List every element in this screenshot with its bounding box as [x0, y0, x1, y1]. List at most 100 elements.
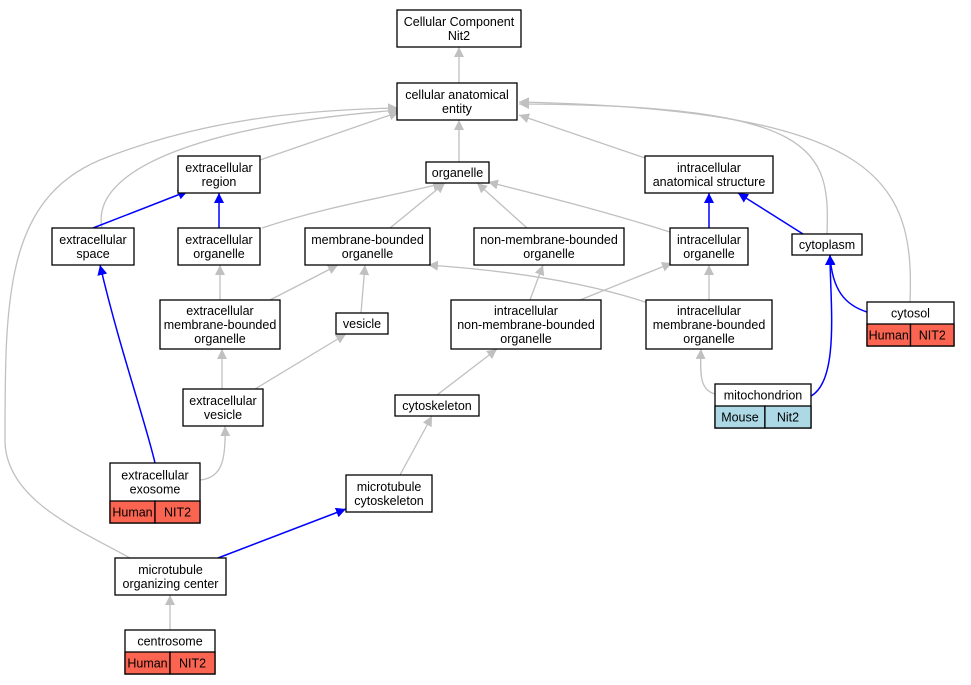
term-label-line: extracellular: [189, 394, 256, 408]
edge-exo-ecs: [97, 264, 156, 464]
term-box: [182, 388, 264, 427]
term-label-line: extracellular: [186, 304, 253, 318]
species-label: Human: [112, 506, 152, 520]
term-label-line: Nit2: [448, 29, 470, 43]
edge-imbo-mbo: [427, 260, 649, 304]
term-box: [159, 299, 281, 350]
term-label-line: cellular anatomical: [405, 88, 509, 102]
term-label-line: vesicle: [343, 317, 381, 331]
term-label-line: non-membrane-bounded: [480, 233, 618, 247]
term-box: [177, 155, 261, 194]
term-label-line: centrosome: [137, 635, 202, 649]
term-box: [345, 474, 433, 513]
species-label: Mouse: [721, 411, 759, 425]
term-box: [177, 227, 261, 266]
term-label-line: cytoskeleton: [354, 494, 424, 508]
edges-layer: [4, 47, 912, 630]
edge-inmbo-ico: [579, 262, 673, 301]
term-label-line: organelle: [432, 166, 483, 180]
term-label-line: Cellular Component: [404, 15, 515, 29]
term-label-line: membrane-bounded: [164, 318, 277, 332]
term-label-line: organelle: [342, 247, 393, 261]
term-label-line: extracellular: [185, 161, 252, 175]
term-label-line: membrane-bounded: [653, 318, 766, 332]
species-label: Human: [127, 657, 167, 671]
term-label-line: extracellular: [59, 233, 126, 247]
term-label-line: cytoplasm: [799, 238, 855, 252]
edge-mbo-org: [389, 182, 446, 229]
term-box: [645, 299, 773, 350]
edge-mtoc-cae: [4, 103, 399, 559]
term-node-inmbo[interactable]: intracellularnon-membrane-boundedorganel…: [450, 299, 602, 350]
edge-exo-ecv: [199, 425, 231, 481]
edge-eco-org: [261, 180, 444, 229]
term-node-org[interactable]: organelle: [425, 161, 490, 184]
term-label-line: intracellular: [677, 233, 741, 247]
edge-ecr-cae: [259, 110, 400, 161]
edge-cyt-ias: [737, 192, 804, 235]
term-label-line: space: [76, 247, 109, 261]
edge-ecs-cae: [100, 105, 401, 229]
term-label-line: organelle: [523, 247, 574, 261]
term-label-line: microtubule: [138, 563, 203, 577]
term-label-line: organelle: [194, 332, 245, 346]
term-label-line: intracellular: [677, 161, 741, 175]
edge-ias-cae: [518, 113, 646, 159]
term-label-line: organelle: [683, 332, 734, 346]
term-label-line: microtubule: [357, 480, 422, 494]
gene-label: NIT2: [919, 329, 946, 343]
edge-cytosol-cyt: [825, 254, 868, 313]
term-box: [304, 227, 431, 266]
term-node-ves[interactable]: vesicle: [335, 312, 389, 335]
term-label-line: organizing center: [123, 577, 219, 591]
term-box: [669, 227, 749, 266]
term-label-line: vesicle: [204, 408, 242, 422]
term-box: [114, 557, 227, 596]
term-label-line: organelle: [683, 247, 734, 261]
edge-cytosol-cae: [518, 97, 912, 303]
edge-ecv-ves: [254, 333, 347, 390]
term-box: [473, 227, 625, 266]
gene-label: Nit2: [777, 411, 799, 425]
term-label-line: intracellular: [494, 304, 558, 318]
edge-inmbo-nmbo: [529, 264, 545, 301]
gene-label: NIT2: [179, 657, 206, 671]
term-box: [425, 161, 490, 184]
term-label-line: cytosol: [891, 307, 930, 321]
term-label-line: organelle: [500, 332, 551, 346]
term-box: [791, 233, 863, 256]
term-box: [396, 82, 518, 121]
annotation-cell: [169, 651, 216, 675]
term-box: [450, 299, 602, 350]
term-box: [396, 9, 522, 48]
term-label-line: extracellular: [185, 233, 252, 247]
term-node-cyt[interactable]: cytoplasm: [791, 233, 863, 256]
edge-nmbo-org: [476, 182, 528, 229]
term-box: [335, 312, 389, 335]
term-node-cysk[interactable]: cytoskeleton: [394, 394, 480, 417]
term-label-line: extracellular: [121, 469, 188, 483]
term-box: [394, 394, 480, 417]
term-label-line: intracellular: [677, 304, 741, 318]
edge-ecmbo-mbo: [269, 264, 339, 301]
